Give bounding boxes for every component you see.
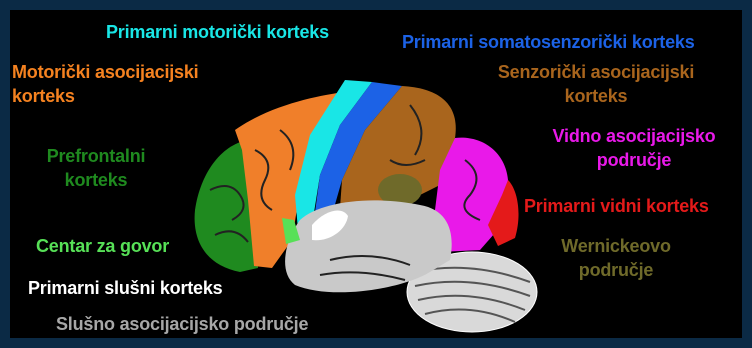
label-speech-center: Centar za govor <box>36 236 169 257</box>
brain-diagram: Primarni motorički korteks Primarni soma… <box>0 0 752 338</box>
label-primary-auditory: Primarni slušni korteks <box>28 278 222 299</box>
label-wernicke-line1: Wernickeovo <box>526 236 706 257</box>
label-sensory-association-line2: korteks <box>486 86 706 107</box>
label-primary-visual: Primarni vidni korteks <box>524 196 709 217</box>
label-motor-association-line2: korteks <box>12 86 75 107</box>
label-primary-somatosensory: Primarni somatosenzorički korteks <box>402 32 695 53</box>
label-auditory-association: Slušno asocijacijsko područje <box>56 314 308 335</box>
label-motor-association-line1: Motorički asocijacijski <box>12 62 198 83</box>
label-prefrontal-line2: korteks <box>26 170 166 191</box>
label-wernicke-line2: područje <box>526 260 706 281</box>
label-visual-association-line2: područje <box>536 150 732 171</box>
label-sensory-association-line1: Senzorički asocijacijski <box>486 62 706 83</box>
label-visual-association-line1: Vidno asocijacijsko <box>536 126 732 147</box>
label-primary-motor: Primarni motorički korteks <box>106 22 329 43</box>
label-prefrontal-line1: Prefrontalni <box>26 146 166 167</box>
